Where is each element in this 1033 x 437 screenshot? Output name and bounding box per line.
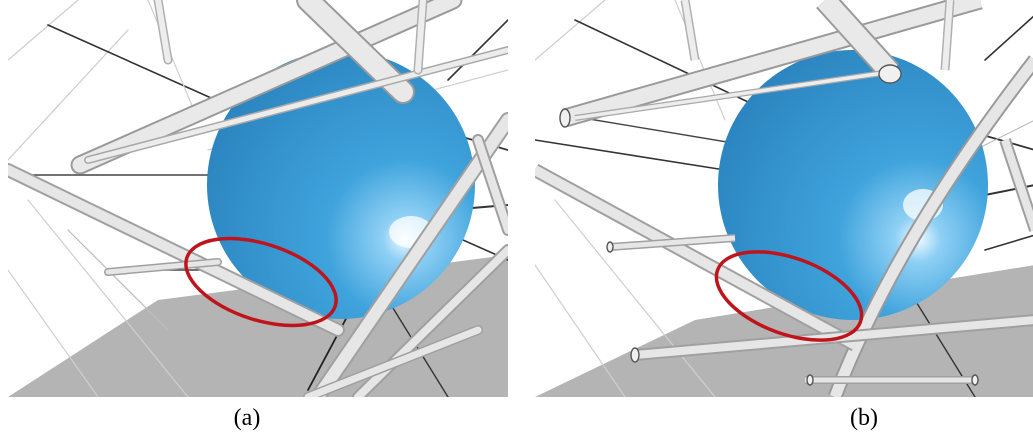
caption-a: (a)	[233, 405, 261, 431]
tube-end-caps	[559, 64, 979, 386]
scene-a	[8, 0, 508, 397]
sphere	[718, 50, 988, 320]
rods	[535, 0, 1033, 397]
rods	[8, 0, 508, 397]
highlight-ellipse	[714, 250, 864, 342]
panel-a	[8, 0, 508, 397]
scene-b	[535, 0, 1033, 397]
caption-b: (b)	[850, 405, 878, 431]
highlight-ellipse	[184, 236, 338, 328]
panel-b	[535, 0, 1033, 397]
